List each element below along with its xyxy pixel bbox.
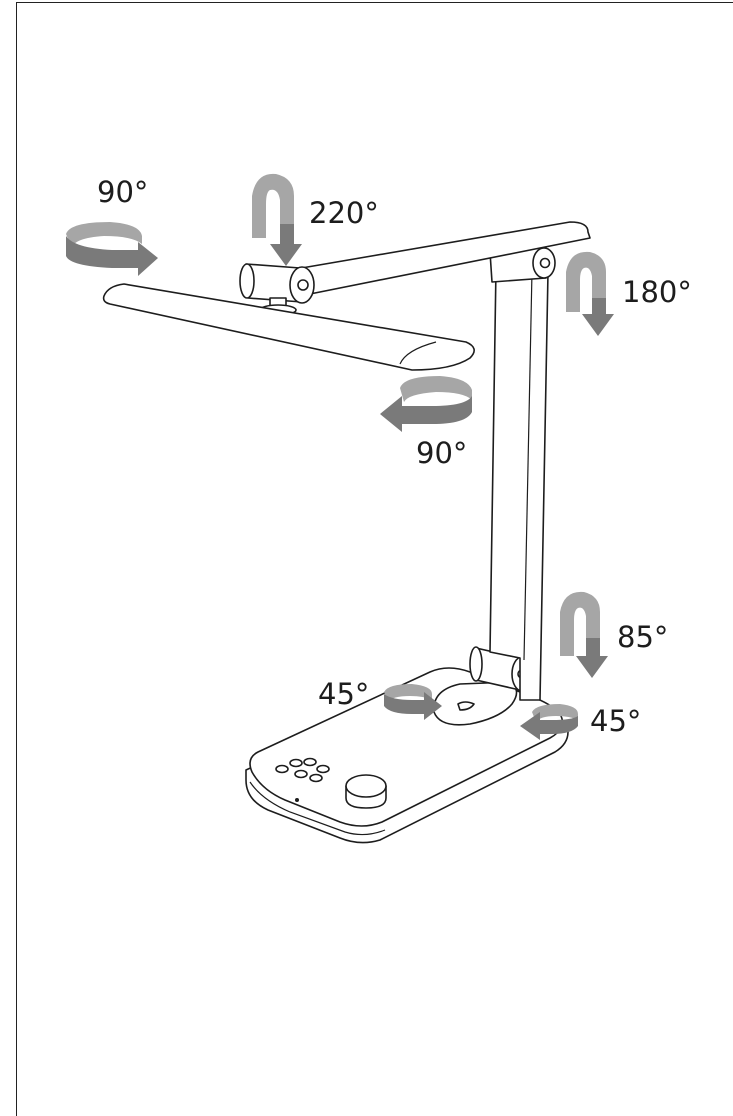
rotate-arrow-base-swivel-right: [520, 704, 578, 740]
rotate-arrow-head-tilt: [252, 173, 302, 266]
angle-label-base-swivel-left: 45°: [318, 677, 369, 711]
base-mount: [433, 646, 533, 726]
upper-arm: [289, 221, 591, 297]
page-border: [16, 2, 733, 1116]
rotate-arrow-base-swivel-left: [384, 684, 442, 720]
lamp-head: [102, 283, 475, 371]
indicator-light: [295, 798, 299, 802]
rotate-arrow-head-horizontal-bottom: [380, 376, 472, 432]
vertical-arm: [489, 267, 549, 701]
angle-label-head-horizontal-bottom: 90°: [416, 436, 467, 470]
angle-label-base-joint: 85°: [617, 620, 668, 654]
angle-label-head-horizontal-top: 90°: [97, 175, 148, 209]
rotate-arrow-base-joint: [560, 591, 608, 678]
angle-label-arm-joint: 180°: [622, 275, 692, 309]
angle-label-head-tilt: 220°: [309, 196, 379, 230]
rotate-arrow-head-horizontal-top: [66, 222, 158, 276]
dimmer-knob: [345, 774, 387, 809]
touch-buttons: [275, 757, 330, 783]
angle-label-base-swivel-right: 45°: [590, 704, 641, 738]
elbow-joint: [489, 247, 556, 283]
rotate-arrow-arm-joint: [566, 251, 614, 336]
